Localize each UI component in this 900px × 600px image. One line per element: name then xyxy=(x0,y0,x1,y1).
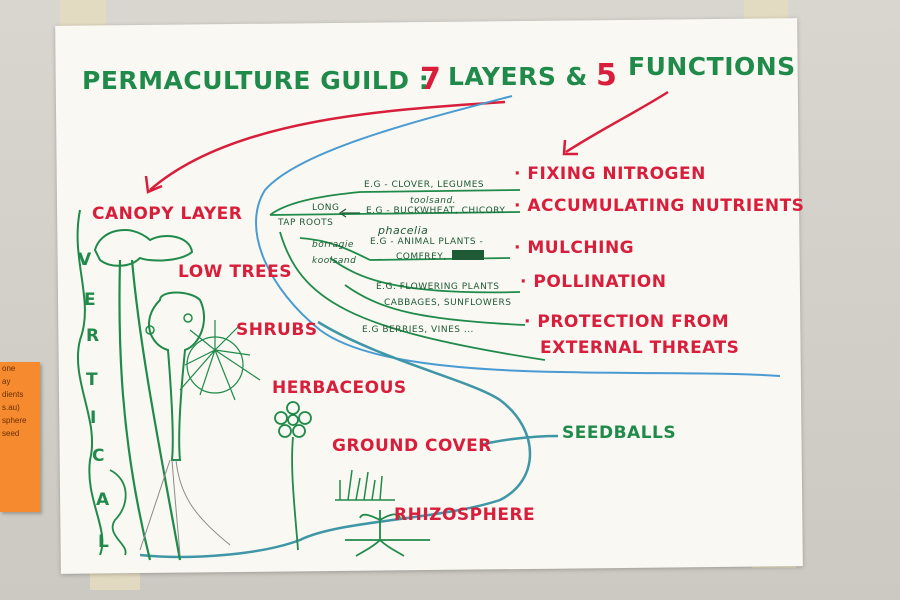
red-arrow-right-head xyxy=(562,139,578,156)
roots xyxy=(139,459,231,556)
example-long: LONG xyxy=(312,203,340,213)
layer-rhizosphere: RHIZOSPHERE xyxy=(394,505,536,525)
layer-canopy: CANOPY LAYER xyxy=(92,204,243,224)
vine-curl xyxy=(109,469,127,556)
function-mulching: · MULCHING xyxy=(514,238,635,258)
title-part1: PERMACULTURE GUILD : xyxy=(82,66,430,95)
layer-low-trees: LOW TREES xyxy=(178,262,293,282)
vertical-letter: E xyxy=(84,290,96,310)
function-protection: · PROTECTION FROM xyxy=(524,312,730,332)
function-nutrients: · ACCUMULATING NUTRIENTS xyxy=(514,196,805,216)
title-number-functions: 5 xyxy=(596,58,618,93)
function-nitrogen: · FIXING NITROGEN xyxy=(514,164,706,184)
ground-cover-plants xyxy=(335,469,395,501)
sticky-note: one ay dients s.au) sphere seed xyxy=(0,362,40,512)
sticky-line: dients xyxy=(2,390,24,399)
layer-shrubs: SHRUBS xyxy=(236,320,318,340)
example-cabbages: CABBAGES, SUNFLOWERS xyxy=(384,298,512,308)
title-part2: LAYERS & xyxy=(448,62,588,91)
title-part3: FUNCTIONS xyxy=(628,52,796,81)
blue-ground-line xyxy=(139,320,532,559)
red-arrow-left-head xyxy=(144,175,163,194)
function-external-threats: EXTERNAL THREATS xyxy=(540,338,740,358)
title-number-layers: 7 xyxy=(420,62,442,97)
vertical-letter: R xyxy=(86,326,100,346)
function-pollination: · POLLINATION xyxy=(520,272,667,292)
green-branches xyxy=(269,189,546,361)
low-tree xyxy=(148,291,205,461)
vertical-letter: A xyxy=(96,490,110,510)
example-flowering: E.G. FLOWERING PLANTS xyxy=(376,282,500,292)
example-buckwheat: E.G - BUCKWHEAT, CHICORY xyxy=(366,206,506,216)
layer-ground-cover: GROUND COVER xyxy=(332,436,492,456)
layer-herbaceous: HERBACEOUS xyxy=(272,378,407,398)
vertical-letter: C xyxy=(92,446,105,466)
rhizosphere-plant xyxy=(345,510,430,557)
example-berries: E.G BERRIES, VINES ... xyxy=(362,325,474,335)
canopy-tree-crown xyxy=(93,229,194,267)
vertical-letter: L xyxy=(98,532,109,552)
green-long-arrow xyxy=(338,208,360,218)
example-borage: borragie xyxy=(312,240,354,250)
vertical-letter: I xyxy=(90,408,97,428)
example-koolsand: koolsand xyxy=(312,256,357,266)
blue-seedballs-line xyxy=(479,434,559,447)
sticky-line: sphere xyxy=(2,416,27,425)
sticky-line: one xyxy=(2,364,16,373)
fruit xyxy=(183,313,193,323)
example-toolsand: toolsand. xyxy=(410,196,457,206)
example-phacelia: phacelia xyxy=(378,224,429,237)
red-arrow-right xyxy=(565,90,669,154)
example-clover: E.G - CLOVER, LEGUMES xyxy=(364,180,485,190)
flower xyxy=(274,401,312,551)
canopy-tree-trunk xyxy=(118,259,182,561)
vertical-letter: V xyxy=(78,250,92,270)
example-tap-roots: TAP ROOTS xyxy=(278,218,334,228)
sticky-line: ay xyxy=(2,377,11,386)
sticky-line: seed xyxy=(2,429,20,438)
sticky-line: s.au) xyxy=(2,403,20,412)
blue-flow-line xyxy=(255,95,781,377)
example-comfrey: COMFREY, xyxy=(396,252,447,262)
fruit xyxy=(145,325,155,335)
example-animal-plants: E.G - ANIMAL PLANTS - xyxy=(370,237,484,247)
label-seedballs: SEEDBALLS xyxy=(562,423,677,443)
vertical-letter: T xyxy=(86,370,98,390)
vertical-wavy-line xyxy=(76,209,104,556)
red-arrow-left xyxy=(149,100,506,191)
shrub xyxy=(179,320,261,401)
scribble-block xyxy=(452,250,484,260)
